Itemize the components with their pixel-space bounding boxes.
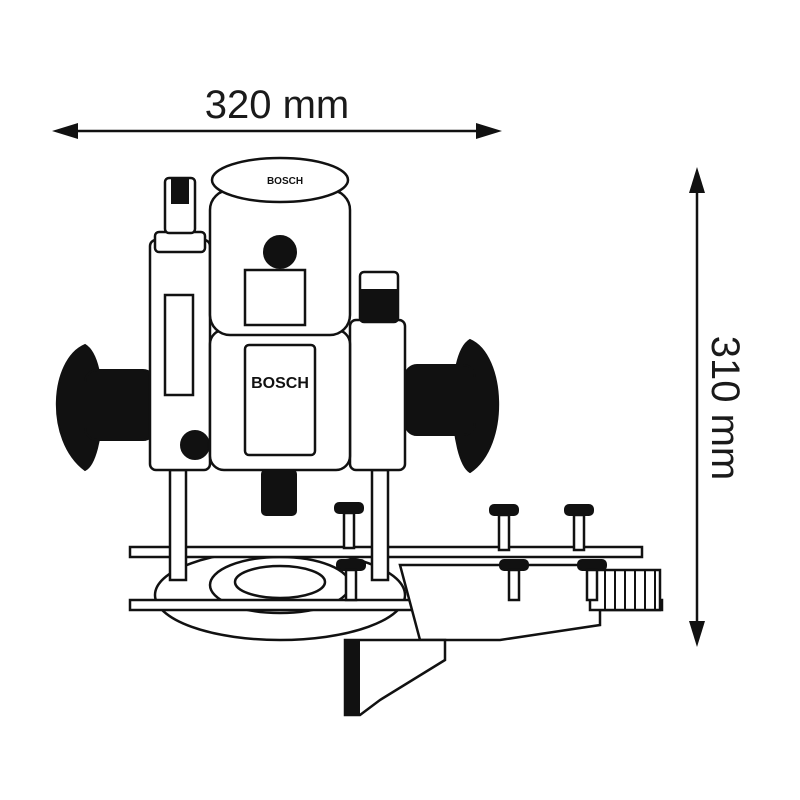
parallel-guide bbox=[398, 563, 602, 642]
arrowhead-down-icon bbox=[689, 621, 705, 647]
speed-dial bbox=[263, 235, 297, 269]
width-dimension: 320 mm bbox=[52, 83, 502, 139]
brand-label-body: BOSCH bbox=[251, 375, 309, 392]
guide-fence bbox=[343, 638, 447, 717]
arrowhead-right-icon bbox=[476, 123, 502, 139]
arrowhead-up-icon bbox=[689, 167, 705, 193]
right-housing bbox=[348, 318, 407, 472]
arrowhead-left-icon bbox=[52, 123, 78, 139]
height-dimension: 310 mm bbox=[689, 167, 747, 647]
width-label: 320 mm bbox=[205, 83, 350, 127]
height-label: 310 mm bbox=[703, 336, 747, 481]
guide-rail-bottom bbox=[128, 598, 664, 612]
clamp-knobs bbox=[334, 502, 607, 602]
brand-label-top: BOSCH bbox=[267, 176, 303, 187]
collet bbox=[261, 469, 297, 516]
column-left bbox=[168, 468, 188, 582]
lock-knob bbox=[180, 430, 210, 460]
column-right bbox=[370, 468, 390, 582]
router-illustration: BOSCH BOSCH bbox=[55, 156, 664, 717]
